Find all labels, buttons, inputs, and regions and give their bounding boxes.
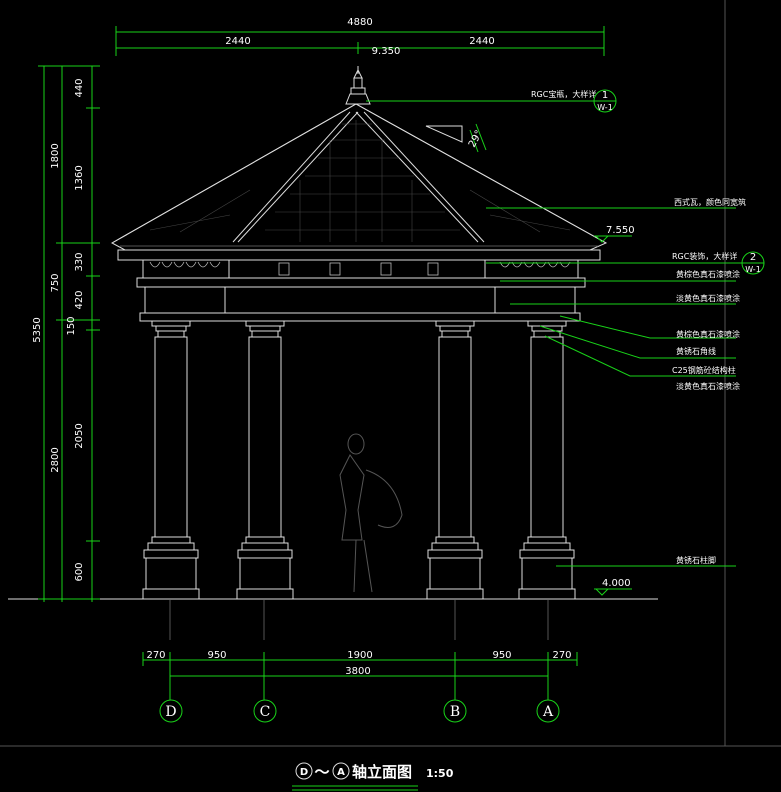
axis-markers: D C B A	[159, 600, 560, 723]
axis-b-label: B	[450, 704, 460, 720]
dimension-left-inner: 440 1360 330 420 150 2050 600	[66, 66, 100, 602]
title-axis-from: D	[300, 767, 308, 778]
note-roof-tile: 西式瓦，颜色同宽筑	[674, 197, 746, 207]
note-rgc-decor: RGC装饰，大样详	[672, 251, 737, 261]
dim-bottom-950-left: 950	[207, 650, 226, 661]
dim-150: 150	[66, 316, 77, 335]
dim-bottom-270-left: 270	[146, 650, 165, 661]
dimension-left-outer: 5350 1800 750 2800	[32, 65, 100, 602]
note-column-base: 黄锈石柱脚	[676, 555, 716, 565]
roof-tile-pattern	[149, 120, 571, 242]
dim-bottom-total-3800: 3800	[345, 666, 370, 677]
title-separator: ～	[314, 763, 329, 781]
detail-ref-1-sheet: W-1	[597, 103, 613, 112]
dim-2050: 2050	[74, 423, 85, 448]
dim-bottom-950-right: 950	[492, 650, 511, 661]
axis-d-circle	[159, 699, 183, 723]
axis-d-label: D	[165, 704, 176, 720]
detail-ref-2-num: 2	[750, 252, 756, 263]
title-text: 轴立面图	[352, 763, 412, 781]
drawing-title: D ～ A 轴立面图 1:50	[292, 762, 454, 791]
dim-total-4880: 4880	[347, 17, 372, 28]
axis-c-circle	[253, 699, 277, 723]
axis-a-label: A	[542, 704, 554, 720]
frieze-ornaments	[149, 261, 571, 276]
eave-level: 7.550	[606, 225, 635, 236]
dimension-bottom: 270 950 1900 950 270 3800	[142, 650, 578, 700]
column-c	[236, 320, 294, 600]
column-b	[426, 320, 484, 600]
human-figure-silhouette	[339, 433, 403, 593]
note-paint-1: 黄棕色真石漆喷涂	[676, 269, 740, 279]
dim-330: 330	[74, 252, 85, 271]
dim-440: 440	[74, 78, 85, 97]
dim-bottom-1900: 1900	[347, 650, 372, 661]
entablature	[117, 249, 601, 322]
detail-ref-1-num: 1	[602, 90, 608, 101]
detail-ref-2-sheet: W-1	[745, 265, 761, 274]
axis-a-circle	[536, 699, 560, 723]
drawing-frame	[0, 0, 781, 747]
note-rusty-cornice: 黄锈石角线	[676, 346, 716, 356]
note-rgc-finial: RGC宝瓶，大样详	[531, 89, 596, 99]
title-scale: 1:50	[426, 767, 454, 780]
annotations: RGC宝瓶，大样详 1 W-1 西式瓦，颜色同宽筑 RGC装饰，大样详 2 W-…	[366, 89, 765, 567]
dimension-top: 4880 2440 2440 9.350	[115, 17, 605, 57]
ridge-level: 9.350	[372, 46, 401, 57]
dim-height-2800: 2800	[50, 447, 61, 472]
axis-c-label: C	[260, 704, 271, 720]
roof	[110, 103, 608, 251]
level-markers: 7.550 4.000	[594, 225, 635, 596]
roof-finial	[345, 66, 371, 105]
dim-height-5350: 5350	[32, 317, 43, 342]
ground-level: 4.000	[602, 578, 631, 589]
dim-height-1800: 1800	[50, 143, 61, 168]
title-axis-to: A	[337, 767, 345, 778]
note-paint-2: 淡黄色真石漆喷涂	[676, 293, 740, 303]
dim-left-2440: 2440	[225, 36, 250, 47]
note-c25-column: C25钢筋砼结构柱	[672, 365, 736, 375]
columns	[142, 320, 576, 600]
note-paint-3: 黄棕色真石漆喷涂	[676, 329, 740, 339]
dim-right-2440: 2440	[469, 36, 494, 47]
dim-bottom-270-right: 270	[552, 650, 571, 661]
column-a	[518, 320, 576, 600]
dim-420: 420	[74, 290, 85, 309]
axis-b-circle	[443, 699, 467, 723]
note-paint-4: 淡黄色真石漆喷涂	[676, 381, 740, 391]
dim-1360: 1360	[74, 165, 85, 190]
dim-height-750: 750	[50, 273, 61, 292]
column-d	[142, 320, 200, 600]
dim-600: 600	[74, 562, 85, 581]
